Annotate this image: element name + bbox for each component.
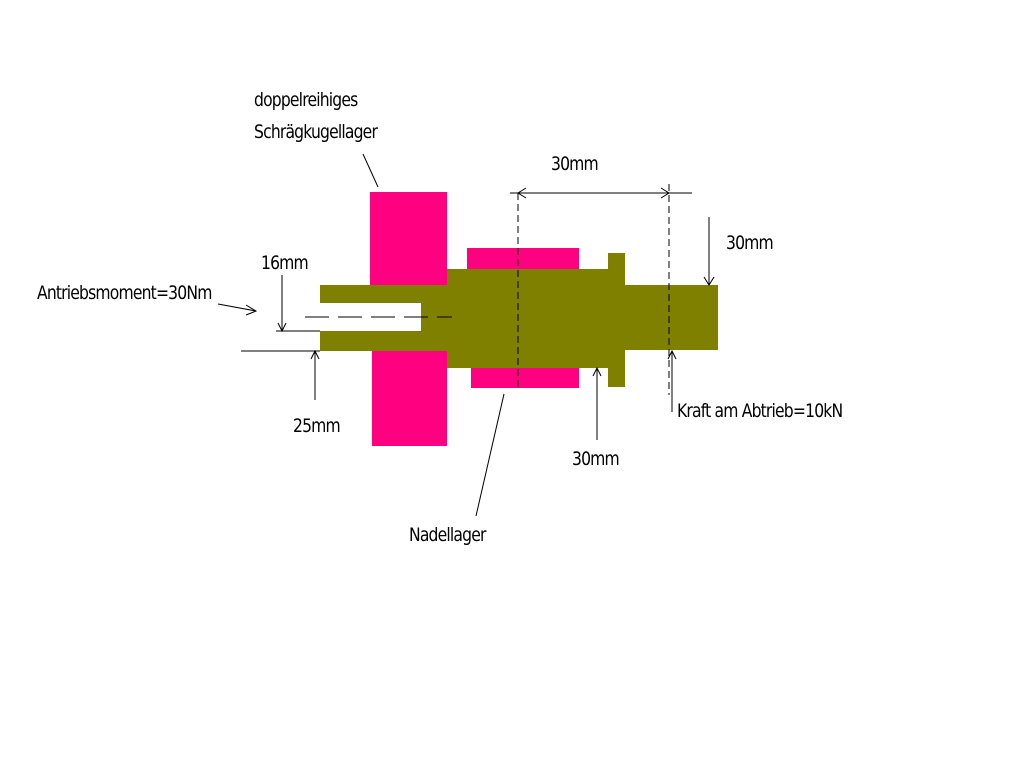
- label-dim-input-diameter: 25mm: [293, 415, 341, 437]
- needle-bearing-bottom: [471, 367, 579, 388]
- force-arrow-head: [667, 349, 677, 360]
- dim-output-arrow: [703, 276, 715, 286]
- bearing-top-leader: [362, 153, 379, 188]
- label-force: Kraft am Abtrieb=10kN: [677, 400, 843, 422]
- angular-contact-bearing-bottom: [372, 350, 447, 446]
- label-dim-length: 30mm: [551, 153, 599, 175]
- dim-length-arrow-left: [517, 187, 527, 199]
- label-needle-bearing: Nadellager: [409, 524, 486, 546]
- label-dim-bore: 16mm: [261, 252, 309, 274]
- shaft: [320, 253, 718, 387]
- needle-bearing-top: [467, 248, 579, 270]
- label-dim-output-diameter: 30mm: [726, 232, 774, 254]
- label-bearing-top-line1: doppelreihiges: [254, 89, 358, 111]
- torque-arrow-head: [245, 304, 258, 316]
- label-torque: Antriebsmoment=30Nm: [37, 282, 212, 304]
- angular-contact-bearing-top: [370, 192, 447, 285]
- dim-middle-arrow: [592, 366, 602, 377]
- label-bearing-top-line2: Schrägkugellager: [254, 121, 378, 143]
- torque-arrow-line: [217, 303, 257, 312]
- dim-length-arrow-right: [660, 187, 670, 199]
- needle-bearing-leader: [475, 393, 505, 517]
- dim-input-arrow: [310, 349, 320, 360]
- label-dim-middle-diameter: 30mm: [572, 448, 620, 470]
